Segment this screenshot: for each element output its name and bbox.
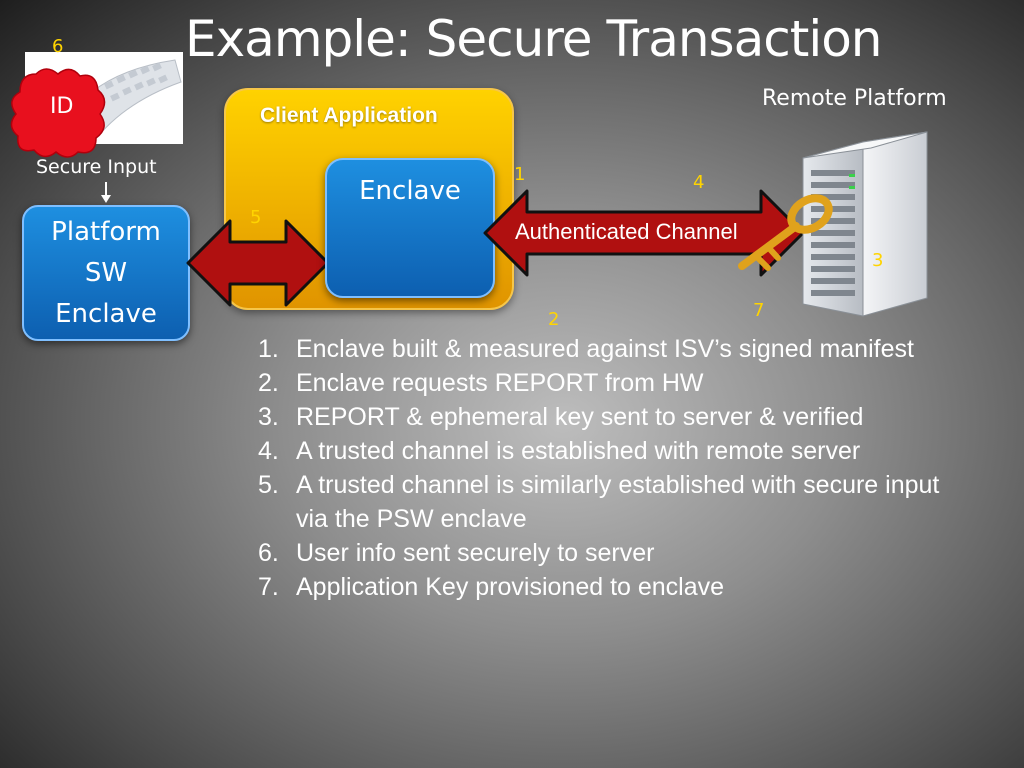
step-marker-5: 5 bbox=[250, 207, 262, 228]
list-item-number: 2. bbox=[258, 369, 279, 397]
id-badge-label: ID bbox=[50, 94, 74, 119]
list-item-text: Application Key provisioned to enclave bbox=[296, 573, 725, 601]
list-item-number: 1. bbox=[258, 335, 279, 363]
client-application-label: Client Application bbox=[260, 104, 438, 127]
id-badge-icon bbox=[10, 68, 106, 158]
list-item-text: REPORT & ephemeral key sent to server & … bbox=[296, 403, 864, 431]
list-item: 7. Application Key provisioned to enclave bbox=[258, 570, 978, 604]
step-marker-3: 3 bbox=[872, 250, 884, 271]
list-item-text: Enclave requests REPORT from HW bbox=[296, 369, 704, 397]
page-title: Example: Secure Transaction bbox=[185, 10, 882, 68]
enclave-box bbox=[325, 158, 495, 298]
psw-enclave-line: Enclave bbox=[55, 298, 157, 329]
secure-input-label: Secure Input bbox=[36, 156, 157, 178]
psw-enclave-box: Platform SW Enclave bbox=[22, 205, 190, 341]
list-item-text: A trusted channel is similarly establish… bbox=[296, 471, 940, 533]
list-item-number: 7. bbox=[258, 573, 279, 601]
list-item: 1. Enclave built & measured against ISV’s… bbox=[258, 332, 978, 366]
list-item: 6. User info sent securely to server bbox=[258, 536, 978, 570]
list-item-text: A trusted channel is established with re… bbox=[296, 437, 861, 465]
steps-list: 1. Enclave built & measured against ISV’s… bbox=[258, 332, 978, 604]
list-item-number: 5. bbox=[258, 471, 279, 499]
step-marker-2: 2 bbox=[548, 309, 560, 330]
authenticated-channel-label: Authenticated Channel bbox=[515, 219, 738, 244]
remote-platform-label: Remote Platform bbox=[762, 86, 947, 111]
list-item-text: User info sent securely to server bbox=[296, 539, 655, 567]
psw-enclave-line: Platform bbox=[51, 216, 161, 247]
down-arrow-icon bbox=[101, 182, 111, 203]
list-item-number: 6. bbox=[258, 539, 279, 567]
list-item: 3. REPORT & ephemeral key sent to server … bbox=[258, 400, 978, 434]
step-marker-1: 1 bbox=[514, 164, 526, 185]
step-marker-6: 6 bbox=[52, 36, 64, 57]
list-item-text: Enclave built & measured against ISV’s s… bbox=[296, 335, 914, 363]
list-item: 2. Enclave requests REPORT from HW bbox=[258, 366, 978, 400]
server-icon bbox=[802, 131, 928, 317]
list-item-number: 4. bbox=[258, 437, 279, 465]
key-icon bbox=[738, 194, 833, 271]
psw-enclave-line: SW bbox=[84, 257, 128, 288]
psw-channel-arrow bbox=[186, 219, 330, 307]
step-marker-4: 4 bbox=[693, 172, 705, 193]
list-item: 4. A trusted channel is established with … bbox=[258, 434, 978, 468]
step-marker-7: 7 bbox=[753, 300, 765, 321]
list-item: 5. A trusted channel is similarly establi… bbox=[258, 468, 978, 536]
enclave-label: Enclave bbox=[359, 176, 461, 206]
list-item-number: 3. bbox=[258, 403, 279, 431]
